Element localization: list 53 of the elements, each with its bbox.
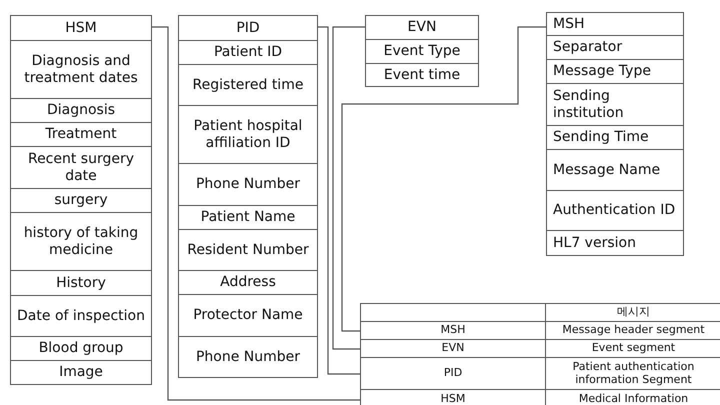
segment-description: Event segment	[592, 342, 676, 355]
field-name: Recent surgery date	[26, 151, 136, 184]
segment-description: 메시지	[617, 306, 650, 319]
field-name: Treatment	[45, 126, 117, 143]
table-header: EVN	[408, 19, 436, 36]
field-name: Message Type	[553, 63, 651, 80]
field-name: Address	[220, 274, 276, 291]
field-name: Blood group	[38, 340, 124, 357]
field-name: Patient hospital affiliation ID	[192, 118, 304, 151]
segment-table	[10, 15, 152, 385]
field-name: Sending institution	[553, 88, 625, 121]
field-name: Event Type	[384, 43, 460, 60]
field-name: Phone Number	[196, 176, 300, 193]
segment-description: Patient authentication information Segment	[572, 361, 696, 386]
field-name: Sending Time	[553, 129, 649, 146]
table-row	[360, 358, 720, 390]
field-name: Event time	[384, 66, 460, 84]
field-name: Diagnosis and treatment dates	[23, 53, 139, 86]
field-name: surgery	[54, 192, 108, 209]
field-name: History	[56, 274, 106, 292]
field-name: Phone Number	[196, 348, 300, 366]
table-header: HSM	[65, 20, 97, 36]
field-name: Message Name	[553, 162, 660, 178]
field-name: Patient Name	[200, 209, 296, 226]
field-name: Registered time	[192, 76, 304, 94]
field-name: Protector Name	[193, 307, 303, 324]
field-name: Image	[59, 364, 103, 381]
segment-table	[365, 15, 479, 87]
table-row	[360, 322, 720, 340]
connector-line	[341, 26, 546, 332]
segment-code: HSM	[440, 393, 466, 405]
field-name: Diagnosis	[46, 102, 116, 119]
table-header: PID	[236, 20, 260, 36]
field-name: Authentication ID	[553, 202, 676, 219]
segment-code: MSH	[440, 324, 466, 337]
connector-line	[152, 26, 360, 401]
segment-table	[178, 15, 318, 378]
field-name: Resident Number	[187, 242, 309, 258]
connector-line	[318, 26, 360, 375]
segment-code: EVN	[442, 342, 464, 355]
connector-line	[332, 26, 365, 350]
table-row	[360, 303, 720, 322]
segment-code: PID	[444, 367, 462, 380]
table-row	[360, 340, 720, 358]
field-name: Date of inspection	[17, 308, 145, 324]
field-name: history of taking medicine	[22, 225, 140, 258]
segment-table	[546, 12, 684, 256]
field-name: HL7 version	[553, 234, 636, 252]
field-name: Patient ID	[214, 44, 282, 61]
table-header: MSH	[553, 16, 584, 32]
segment-description: Message header segment	[562, 324, 705, 337]
field-name: Separator	[553, 39, 622, 56]
segment-description: Medical Information	[578, 393, 688, 405]
